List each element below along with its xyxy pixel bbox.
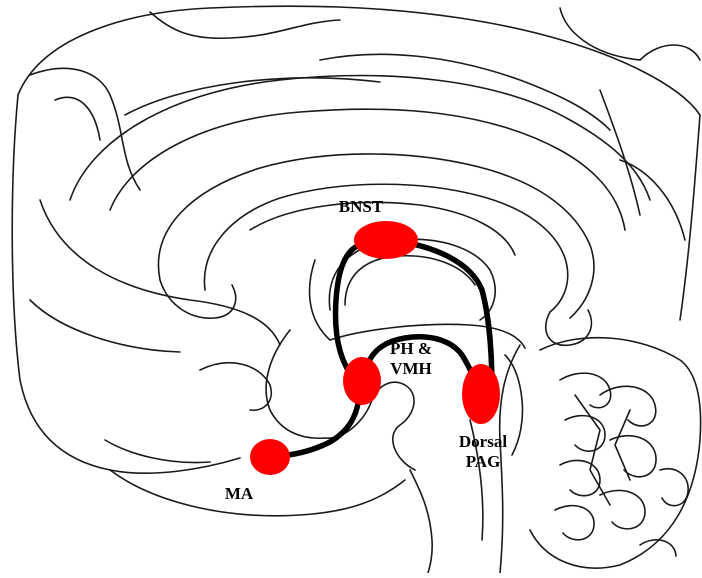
- ma-label-text: MA: [225, 484, 253, 503]
- ph-vmh-label-line2: VMH: [381, 359, 441, 379]
- cerebellum-outline: [530, 338, 701, 568]
- cerebellum-folia-8: [660, 469, 688, 506]
- ph-vmh-label: PH & VMH: [381, 339, 441, 379]
- cortex-outer-contour: [18, 6, 700, 115]
- uncus: [200, 363, 271, 410]
- cerebellum-folia-1: [560, 373, 611, 408]
- bnst-label: BNST: [331, 197, 391, 217]
- septum: [310, 260, 330, 340]
- bnst-node: [354, 221, 418, 259]
- brain-outline: [12, 6, 700, 573]
- cerebellum-folia-9: [640, 540, 676, 556]
- dorsal-pag-node: [462, 364, 500, 424]
- cortex-line-b: [55, 97, 100, 140]
- dorsal-pag-label-line2: PAG: [448, 452, 518, 472]
- ph-vmh-label-line1: PH &: [381, 339, 441, 359]
- bnst-label-text: BNST: [339, 197, 383, 216]
- dorsal-pag-label: Dorsal PAG: [448, 432, 518, 472]
- hypothalamus-contour: [266, 330, 325, 438]
- temporal-pole: [105, 440, 210, 463]
- cerebellum-folia-2: [600, 386, 656, 426]
- occipital-contour: [680, 115, 700, 320]
- pons-front: [410, 470, 432, 573]
- cingulate-outer: [70, 76, 650, 200]
- occipital-sulcus: [620, 160, 685, 240]
- cortex-gyrus-top: [150, 12, 340, 38]
- temporal-sulcus: [30, 300, 180, 352]
- cerebellum-folia-6: [600, 490, 645, 528]
- parieto-occipital: [600, 90, 640, 215]
- cortex-gyrus-right2: [640, 45, 700, 60]
- ma-label: MA: [214, 484, 264, 504]
- cerebellum-folia-7: [555, 506, 594, 540]
- ph-vmh-node: [343, 357, 381, 405]
- dorsal-pag-label-line1: Dorsal: [448, 432, 518, 452]
- ma-node: [250, 439, 290, 475]
- callosum-genu: [160, 280, 236, 318]
- temporal-inner: [40, 200, 280, 345]
